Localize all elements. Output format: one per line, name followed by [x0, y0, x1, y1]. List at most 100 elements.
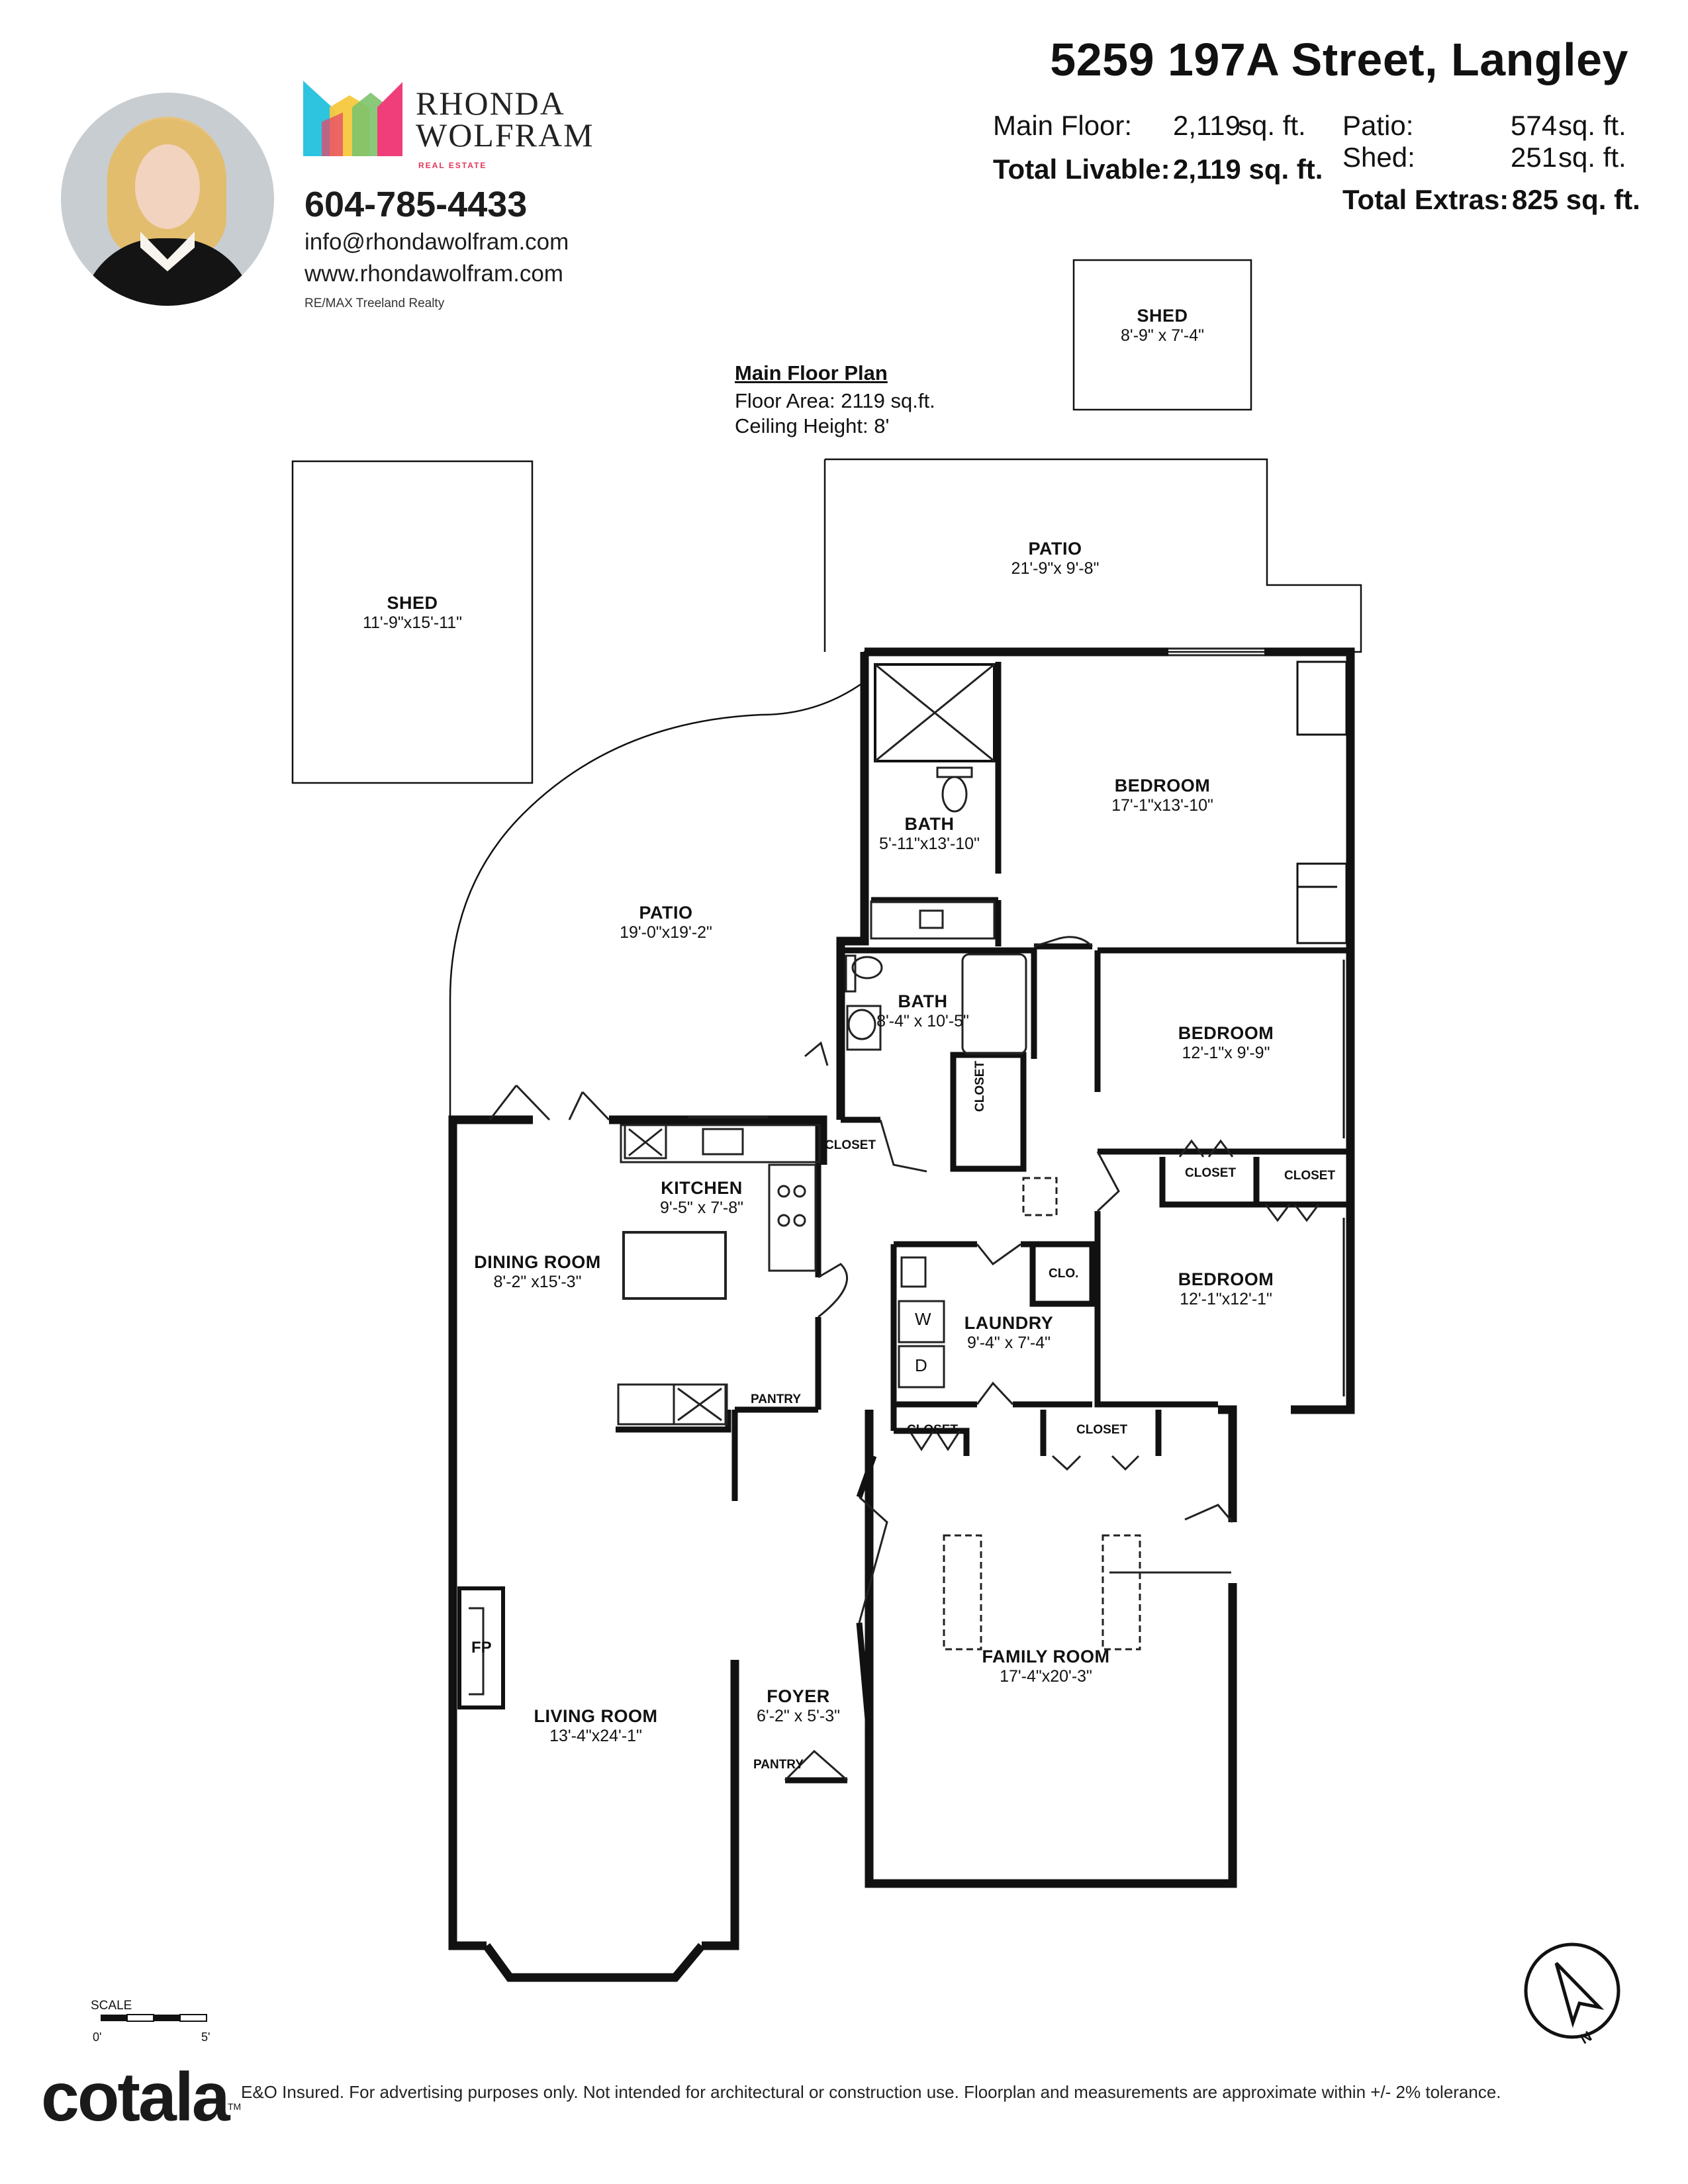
main-floor-label: Main Floor: [993, 110, 1133, 141]
closet-label-bedroom3-b: CLOSET [1284, 1169, 1336, 1183]
total-livable-value: 2,119 sq. ft. [1173, 154, 1323, 185]
room-kitchen: KITCHEN 9'-5" x 7'-8" [660, 1178, 743, 1218]
main-floor-unit: sq. ft. [1238, 110, 1306, 141]
interior-walls [457, 662, 1346, 1800]
plan-floor-area: Floor Area: 2119 sq.ft. [735, 389, 935, 412]
room-name: BEDROOM [1114, 776, 1211, 796]
windows [450, 651, 1350, 1787]
brand-name-line1: RHONDA [416, 85, 565, 122]
room-name: BEDROOM [1178, 1023, 1274, 1043]
room-bedroom-primary: BEDROOM 17'-1"x13'-10" [1111, 776, 1213, 815]
room-dim: 8'-9" x 7'-4" [1121, 326, 1204, 345]
brand-subtitle: REAL ESTATE [418, 161, 487, 170]
room-dim: 12'-1"x 9'-9" [1182, 1044, 1270, 1062]
room-name: PATIO [639, 903, 693, 923]
brand-name: RHONDA WOLFRAM [416, 85, 594, 154]
room-shed-small: SHED 8'-9" x 7'-4" [1121, 306, 1204, 345]
room-dim: 21'-9"x 9'-8" [1011, 559, 1100, 578]
room-laundry: LAUNDRY 9'-4" x 7'-4" [964, 1313, 1054, 1353]
room-dim: 17'-4"x20'-3" [1000, 1667, 1092, 1686]
patio-area-label: Patio: [1342, 110, 1414, 141]
room-name: BATH [898, 991, 948, 1011]
brand-name-line2: WOLFRAM [416, 116, 594, 154]
scale-label: SCALE [91, 1999, 132, 2013]
agent-photo [61, 93, 274, 306]
total-extras-value: 825 sq. ft. [1512, 184, 1640, 215]
room-name: FAMILY ROOM [982, 1647, 1110, 1666]
agent-website[interactable]: www.rhondawolfram.com [305, 261, 563, 287]
room-name: LAUNDRY [964, 1313, 1054, 1333]
room-dim: 13'-4"x24'-1" [549, 1727, 642, 1745]
scale-bar-icon [101, 2014, 207, 2022]
room-patio-left: PATIO 19'-0"x19'-2" [620, 903, 712, 942]
room-foyer: FOYER 6'-2" x 5'-3" [757, 1686, 840, 1726]
room-shed-large: SHED 11'-9"x15'-11" [363, 593, 462, 633]
total-extras-label: Total Extras: [1342, 184, 1509, 215]
total-livable-label: Total Livable: [993, 154, 1170, 185]
room-bath-main: BATH 8'-4" x 10'-5" [876, 991, 969, 1031]
dryer-label: D [915, 1355, 927, 1375]
room-name: BEDROOM [1178, 1269, 1274, 1289]
brand-logo-icon [303, 81, 402, 156]
main-floor-value: 2,119 [1173, 110, 1241, 141]
pantry-label-foyer: PANTRY [753, 1758, 804, 1772]
scale-zero-label: 0' [93, 2030, 102, 2044]
room-family: FAMILY ROOM 17'-4"x20'-3" [982, 1647, 1109, 1686]
brokerage-name: RE/MAX Treeland Realty [305, 296, 445, 310]
room-dim: 11'-9"x15'-11" [362, 614, 463, 632]
closet-label-laundry: CLOSET [907, 1423, 959, 1437]
fireplace-label: FP [471, 1639, 492, 1657]
closet-label-family: CLOSET [1076, 1423, 1128, 1437]
room-dim: 6'-2" x 5'-3" [757, 1707, 840, 1725]
room-dim: 9'-4" x 7'-4" [967, 1334, 1051, 1352]
room-patio-top: PATIO 21'-9"x 9'-8" [1011, 539, 1100, 578]
north-arrow-icon [1524, 1942, 1620, 2039]
room-name: KITCHEN [661, 1178, 743, 1198]
closet-label-bedroom3-a: CLOSET [1185, 1166, 1237, 1180]
room-name: DINING ROOM [474, 1252, 601, 1272]
plan-ceiling-height: Ceiling Height: 8' [735, 414, 890, 437]
room-dim: 19'-0"x19'-2" [620, 923, 712, 942]
patio-area-unit: sq. ft. [1558, 110, 1626, 141]
room-name: PATIO [1028, 539, 1082, 559]
plan-title: Main Floor Plan [735, 361, 888, 385]
closet-label-kitchen: CLOSET [825, 1138, 876, 1152]
room-dim: 5'-11"x13'-10" [879, 835, 980, 853]
scale-five-label: 5' [201, 2030, 211, 2044]
disclaimer-text: E&O Insured. For advertising purposes on… [241, 2082, 1501, 2102]
property-address: 5259 197A Street, Langley [1050, 34, 1628, 85]
room-dining: DINING ROOM 8'-2" x15'-3" [474, 1252, 601, 1292]
patio-outline [449, 458, 1362, 1120]
closet-label-hall: CLOSET [973, 1060, 987, 1112]
room-living: LIVING ROOM 13'-4"x24'-1" [534, 1706, 658, 1746]
cotala-logo: cotala [41, 2059, 230, 2136]
room-bedroom-2: BEDROOM 12'-1"x 9'-9" [1178, 1023, 1274, 1063]
room-name: LIVING ROOM [534, 1706, 658, 1726]
room-dim: 17'-1"x13'-10" [1111, 796, 1213, 815]
room-name: FOYER [767, 1686, 830, 1706]
clo-label: CLO. [1049, 1267, 1079, 1281]
shed-small-outline [1072, 259, 1252, 411]
agent-phone[interactable]: 604-785-4433 [305, 185, 528, 224]
room-dim: 8'-4" x 10'-5" [876, 1012, 969, 1030]
shed-area-label: Shed: [1342, 142, 1415, 173]
room-bedroom-3: BEDROOM 12'-1"x12'-1" [1178, 1269, 1274, 1309]
room-name: SHED [1137, 306, 1188, 326]
shed-area-value: 251 [1511, 142, 1558, 173]
agent-email[interactable]: info@rhondawolfram.com [305, 229, 569, 255]
shed-large-outline [291, 460, 534, 784]
room-dim: 12'-1"x12'-1" [1180, 1290, 1272, 1308]
room-name: BATH [904, 814, 955, 834]
room-name: SHED [387, 593, 438, 613]
pantry-label-kitchen: PANTRY [751, 1392, 801, 1406]
room-dim: 8'-2" x15'-3" [493, 1273, 582, 1291]
room-dim: 9'-5" x 7'-8" [660, 1199, 743, 1217]
washer-label: W [915, 1309, 931, 1329]
cotala-trademark: TM [228, 2101, 242, 2112]
fixtures [469, 647, 1320, 1782]
patio-area-value: 574 [1511, 110, 1558, 141]
room-bath-ensuite: BATH 5'-11"x13'-10" [879, 814, 980, 854]
shed-area-unit: sq. ft. [1558, 142, 1626, 173]
outdoor-outlines [291, 259, 1362, 1120]
